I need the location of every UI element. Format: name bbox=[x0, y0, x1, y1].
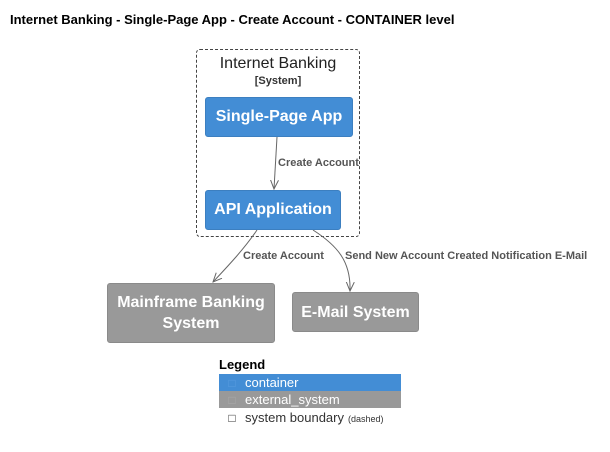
square-icon: □ bbox=[228, 410, 236, 425]
container-single-page-app[interactable]: Single-Page App bbox=[205, 97, 353, 137]
legend-item-system-boundary: □ system boundary (dashed) bbox=[219, 409, 401, 426]
legend-note: (dashed) bbox=[348, 413, 384, 424]
boundary-type: [System] bbox=[254, 75, 302, 87]
edge-label-api-to-mainframe: Create Account bbox=[243, 250, 324, 262]
external-system-email[interactable]: E-Mail System bbox=[292, 292, 419, 332]
boundary-name: Internet Banking bbox=[219, 55, 337, 72]
edge-api-to-mainframe bbox=[213, 229, 258, 282]
system-boundary: Internet Banking [System] bbox=[196, 49, 360, 237]
edge-spa-to-api bbox=[274, 136, 277, 189]
legend-item-container: □ container bbox=[219, 374, 401, 391]
edge-label-api-to-email: Send New Account Created Notification E-… bbox=[345, 250, 588, 262]
legend-title: Legend bbox=[219, 357, 266, 372]
legend-label: container bbox=[245, 375, 299, 390]
legend-item-external-system: □ external_system bbox=[219, 391, 401, 408]
edge-label-spa-to-api: Create Account bbox=[278, 157, 359, 169]
legend-label: external_system bbox=[245, 392, 340, 407]
container-api-application[interactable]: API Application bbox=[205, 190, 341, 230]
diagram-title: Internet Banking - Single-Page App - Cre… bbox=[10, 12, 455, 27]
square-icon: □ bbox=[228, 375, 236, 390]
edge-api-to-email bbox=[312, 229, 350, 291]
square-icon: □ bbox=[228, 392, 236, 407]
legend-label: system boundary bbox=[245, 410, 344, 425]
